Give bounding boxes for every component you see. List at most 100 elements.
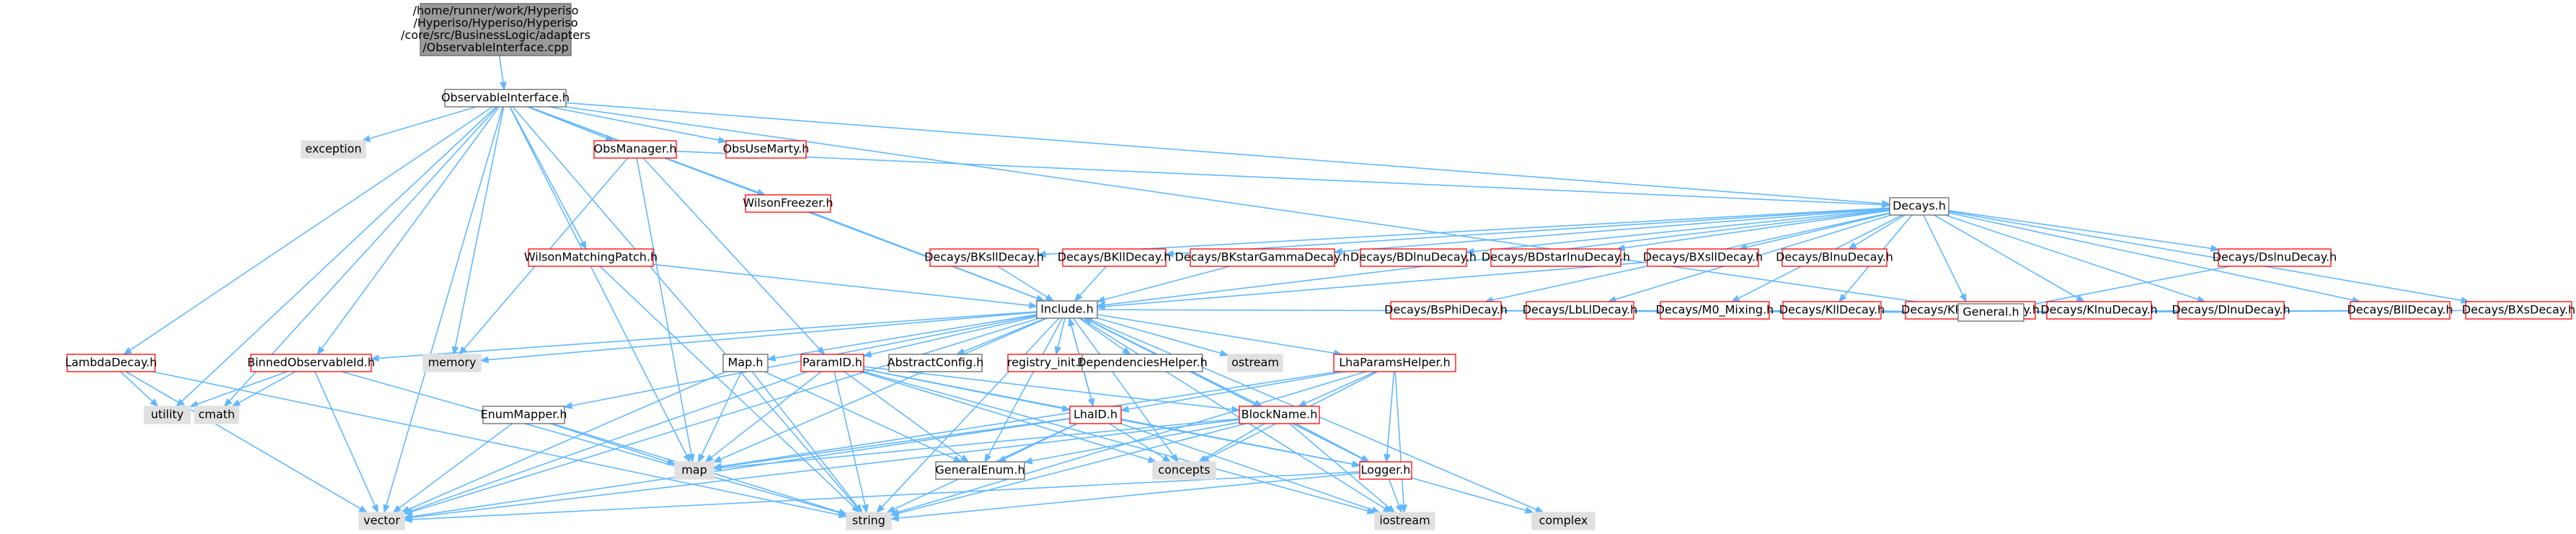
node-generalenum[interactable]: GeneralEnum.h: [935, 461, 1025, 480]
arrowhead: [1465, 248, 1475, 255]
node-klldecay[interactable]: Decays/KllDecay.h: [1779, 301, 1885, 320]
node-blnu[interactable]: Decays/BlnuDecay.h: [1776, 248, 1893, 267]
edge-include-to-lhaparams: [1097, 314, 1343, 357]
node-box: [935, 461, 1025, 480]
node-obsusemarty[interactable]: ObsUseMarty.h: [723, 140, 810, 159]
node-abstractconfig[interactable]: AbstractConfig.h: [888, 354, 984, 372]
node-observable[interactable]: ObservableInterface.h: [441, 89, 570, 108]
arrowhead: [358, 505, 368, 513]
edge-paramid-to-vector: [403, 371, 808, 515]
node-box: [1360, 248, 1467, 267]
node-label: LhaParamsHelper.h: [1339, 356, 1451, 369]
node-bdstarlnu[interactable]: Decays/BDstarlnuDecay.h: [1482, 248, 1630, 267]
node-bkstargamma[interactable]: Decays/BKstarGammaDecay.h: [1175, 248, 1350, 267]
edge-include-to-paramid: [862, 315, 1037, 358]
node-bsphi[interactable]: Decays/BsPhiDecay.h: [1384, 301, 1508, 320]
edge-maph-to-map: [698, 371, 743, 463]
node-label: LhaID.h: [1074, 408, 1117, 421]
arrowhead: [1534, 506, 1544, 513]
node-label: Decays.h: [1893, 199, 1946, 213]
node-label: concepts: [1158, 463, 1210, 477]
node-include[interactable]: Include.h: [1036, 300, 1098, 319]
edge-blockname-to-map: [712, 418, 1240, 472]
node-general[interactable]: General.h: [1957, 303, 2024, 322]
node-lhaparams[interactable]: LhaParamsHelper.h: [1333, 354, 1456, 372]
edge-blockname-to-iostream: [1289, 423, 1396, 514]
arrowhead: [1847, 242, 1857, 250]
node-label: Decays/BDstarlnuDecay.h: [1482, 250, 1630, 264]
node-box: [1036, 300, 1098, 319]
arrowhead: [1395, 504, 1402, 514]
node-memory: memory: [422, 354, 482, 372]
edge-maph-to-generalenum: [763, 371, 962, 463]
arrowhead: [1960, 293, 1967, 303]
node-label: WilsonMatchingPatch.h: [524, 250, 658, 264]
node-label: BlockName.h: [1241, 408, 1318, 421]
node-box: [358, 512, 405, 530]
node-label: LambdaDecay.h: [65, 356, 157, 369]
node-paramid[interactable]: ParamID.h: [800, 354, 864, 372]
edge-observable-to-exception: [361, 106, 477, 142]
node-label: string: [852, 514, 885, 528]
node-dependencies[interactable]: DependenciesHelper.h: [1077, 354, 1208, 372]
node-box: [1781, 248, 1887, 267]
node-bxs[interactable]: Decays/BXsDecay.h: [2462, 301, 2575, 320]
arrowhead: [890, 509, 900, 517]
node-label: /home/runner/work/Hyperiso: [413, 4, 579, 17]
node-lambdadecay[interactable]: LambdaDecay.h: [65, 354, 157, 372]
node-logger[interactable]: Logger.h: [1359, 461, 1412, 480]
node-decays[interactable]: Decays.h: [1889, 197, 1949, 216]
node-concepts: concepts: [1152, 461, 1216, 480]
edge-decays-to-blnu: [1847, 214, 1906, 250]
node-root: /home/runner/work/Hyperiso/Hyperiso/Hype…: [401, 3, 590, 56]
node-dslnu[interactable]: Decays/DslnuDecay.h: [2213, 248, 2337, 267]
node-label: BinnedObservableId.h: [247, 356, 375, 369]
node-box: [1782, 301, 1882, 320]
edge-include-to-generalenum: [984, 318, 1063, 463]
edge-paramid-to-concepts: [860, 371, 1157, 463]
arrowhead: [717, 136, 727, 144]
node-lhaid[interactable]: LhaID.h: [1069, 406, 1122, 424]
arrowhead: [2210, 245, 2220, 253]
node-wilsonfreezer[interactable]: WilsonFreezer.h: [743, 194, 833, 213]
edge-paramid-to-string: [833, 371, 869, 514]
node-klnu[interactable]: Decays/KlnuDecay.h: [2040, 301, 2158, 320]
arrowhead: [123, 347, 133, 355]
arrowhead: [223, 398, 233, 408]
edge-lambdadecay-to-utility: [120, 371, 159, 408]
arrowhead: [1384, 454, 1391, 463]
arrowhead: [149, 398, 159, 408]
arrowhead: [1028, 302, 1038, 310]
arrowhead: [1074, 292, 1083, 302]
node-bll[interactable]: Decays/BllDecay.h: [2347, 301, 2453, 320]
arrowhead: [1122, 346, 1131, 355]
arrowhead: [1164, 250, 1174, 258]
node-bksll[interactable]: Decays/BKsllDecay.h: [924, 248, 1044, 267]
edge-lhaparams-to-iostream: [1394, 371, 1407, 514]
node-box: [1531, 512, 1595, 530]
node-maph[interactable]: Map.h: [722, 354, 769, 372]
node-label: Logger.h: [1361, 463, 1411, 477]
node-wilsonmatching[interactable]: WilsonMatchingPatch.h: [524, 248, 658, 267]
edge-binnedobs-to-cmath: [231, 371, 296, 407]
edge-observable-to-vector: [383, 106, 504, 514]
arrowhead: [1037, 250, 1046, 258]
node-bxsll[interactable]: Decays/BXsllDecay.h: [1643, 248, 1763, 267]
node-blockname[interactable]: BlockName.h: [1239, 406, 1320, 424]
node-box: [725, 140, 807, 159]
node-binnedobs[interactable]: BinnedObservableId.h: [247, 354, 375, 372]
node-box: [1152, 461, 1216, 480]
node-box: [2218, 248, 2332, 267]
arrowhead: [1297, 400, 1307, 407]
edge-obsmanager-to-map: [636, 157, 695, 463]
node-m0mixing[interactable]: Decays/M0_Mixing.h: [1656, 301, 1774, 320]
node-box: [929, 248, 1039, 267]
node-dlnu[interactable]: Decays/DlnuDecay.h: [2172, 301, 2290, 320]
node-lbll[interactable]: Decays/LbLlDecay.h: [1523, 301, 1638, 320]
node-label: Decays/DslnuDecay.h: [2213, 250, 2337, 264]
node-bkll[interactable]: Decays/BKllDecay.h: [1058, 248, 1172, 267]
edge-logger-to-complex: [1411, 477, 1534, 514]
node-enummapper[interactable]: EnumMapper.h: [480, 406, 567, 424]
node-obsmanager[interactable]: ObsManager.h: [593, 140, 677, 159]
node-bdlnu[interactable]: Decays/BDlnuDecay.h: [1350, 248, 1477, 267]
